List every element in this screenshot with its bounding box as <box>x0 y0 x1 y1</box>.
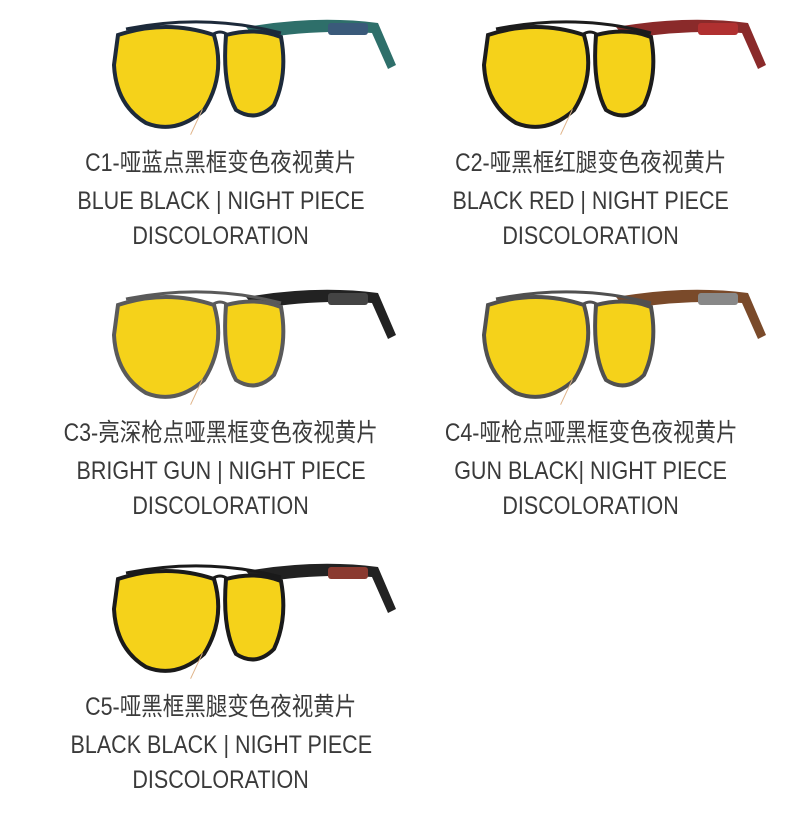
aviator-glasses-image <box>111 19 396 129</box>
text-feature: DISCOLORATION <box>132 766 310 794</box>
variant-color-name: GUN BLACK| NIGHT PIECE <box>406 456 776 486</box>
variant-title: C1-哑蓝点黑框变色夜视黄片 <box>36 148 406 178</box>
variant-card-c3: C3-亮深枪点哑黑框变色夜视黄片 BRIGHT GUN | NIGHT PIEC… <box>36 270 436 540</box>
text-feature: DISCOLORATION <box>132 222 310 250</box>
variant-card-c1: C1-哑蓝点黑框变色夜视黄片 BLUE BLACK | NIGHT PIECE … <box>36 0 436 270</box>
text-color-name: GUN BLACK| NIGHT PIECE <box>454 457 728 485</box>
temple-accent <box>328 567 368 579</box>
bridge <box>125 290 282 307</box>
variant-title: C3-亮深枪点哑黑框变色夜视黄片 <box>36 418 406 448</box>
lens <box>223 573 286 662</box>
temple-accent <box>328 293 368 305</box>
text-code-title: C5-哑黑框黑腿变色夜视黄片 <box>85 693 357 721</box>
variant-card-c2: C2-哑黑框红腿变色夜视黄片 BLACK RED | NIGHT PIECE D… <box>406 0 800 270</box>
variant-color-name: BRIGHT GUN | NIGHT PIECE <box>36 456 406 486</box>
lens <box>481 25 591 129</box>
variant-card-c5: C5-哑黑框黑腿变色夜视黄片 BLACK BLACK | NIGHT PIECE… <box>36 544 436 814</box>
aviator-glasses-image <box>111 289 396 399</box>
text-feature: DISCOLORATION <box>502 492 680 520</box>
text-color-name: BLACK RED | NIGHT PIECE <box>452 187 730 215</box>
text-color-name: BLACK BLACK | NIGHT PIECE <box>70 731 372 759</box>
lens <box>111 569 221 673</box>
variant-feature: DISCOLORATION <box>36 491 406 521</box>
lens <box>111 295 221 399</box>
lens <box>481 295 591 399</box>
variant-feature: DISCOLORATION <box>406 491 776 521</box>
variant-feature: DISCOLORATION <box>406 221 776 251</box>
variant-color-name: BLACK RED | NIGHT PIECE <box>406 186 776 216</box>
lens <box>223 29 286 118</box>
aviator-glasses-image <box>481 289 766 399</box>
temple-accent <box>328 23 368 35</box>
variant-feature: DISCOLORATION <box>36 765 406 795</box>
temple-accent <box>698 293 738 305</box>
variant-card-c4: C4-哑枪点哑黑框变色夜视黄片 GUN BLACK| NIGHT PIECE D… <box>406 270 800 540</box>
lens <box>593 29 656 118</box>
lens <box>223 299 286 388</box>
variant-title: C4-哑枪点哑黑框变色夜视黄片 <box>406 418 776 448</box>
lens <box>593 299 656 388</box>
temple-accent <box>698 23 738 35</box>
text-code-title: C1-哑蓝点黑框变色夜视黄片 <box>85 149 357 177</box>
variant-color-name: BLUE BLACK | NIGHT PIECE <box>36 186 406 216</box>
bridge <box>495 290 652 307</box>
lens <box>111 25 221 129</box>
aviator-glasses-image <box>111 563 396 673</box>
text-color-name: BLUE BLACK | NIGHT PIECE <box>77 187 365 215</box>
bridge <box>495 20 652 37</box>
aviator-glasses-image <box>481 19 766 129</box>
text-color-name: BRIGHT GUN | NIGHT PIECE <box>76 457 366 485</box>
text-code-title: C2-哑黑框红腿变色夜视黄片 <box>455 149 727 177</box>
text-feature: DISCOLORATION <box>132 492 310 520</box>
variant-color-name: BLACK BLACK | NIGHT PIECE <box>36 730 406 760</box>
bridge <box>125 20 282 37</box>
text-code-title: C3-亮深枪点哑黑框变色夜视黄片 <box>63 419 379 447</box>
variant-title: C5-哑黑框黑腿变色夜视黄片 <box>36 692 406 722</box>
variant-title: C2-哑黑框红腿变色夜视黄片 <box>406 148 776 178</box>
variant-feature: DISCOLORATION <box>36 221 406 251</box>
text-code-title: C4-哑枪点哑黑框变色夜视黄片 <box>444 419 738 447</box>
bridge <box>125 564 282 581</box>
text-feature: DISCOLORATION <box>502 222 680 250</box>
